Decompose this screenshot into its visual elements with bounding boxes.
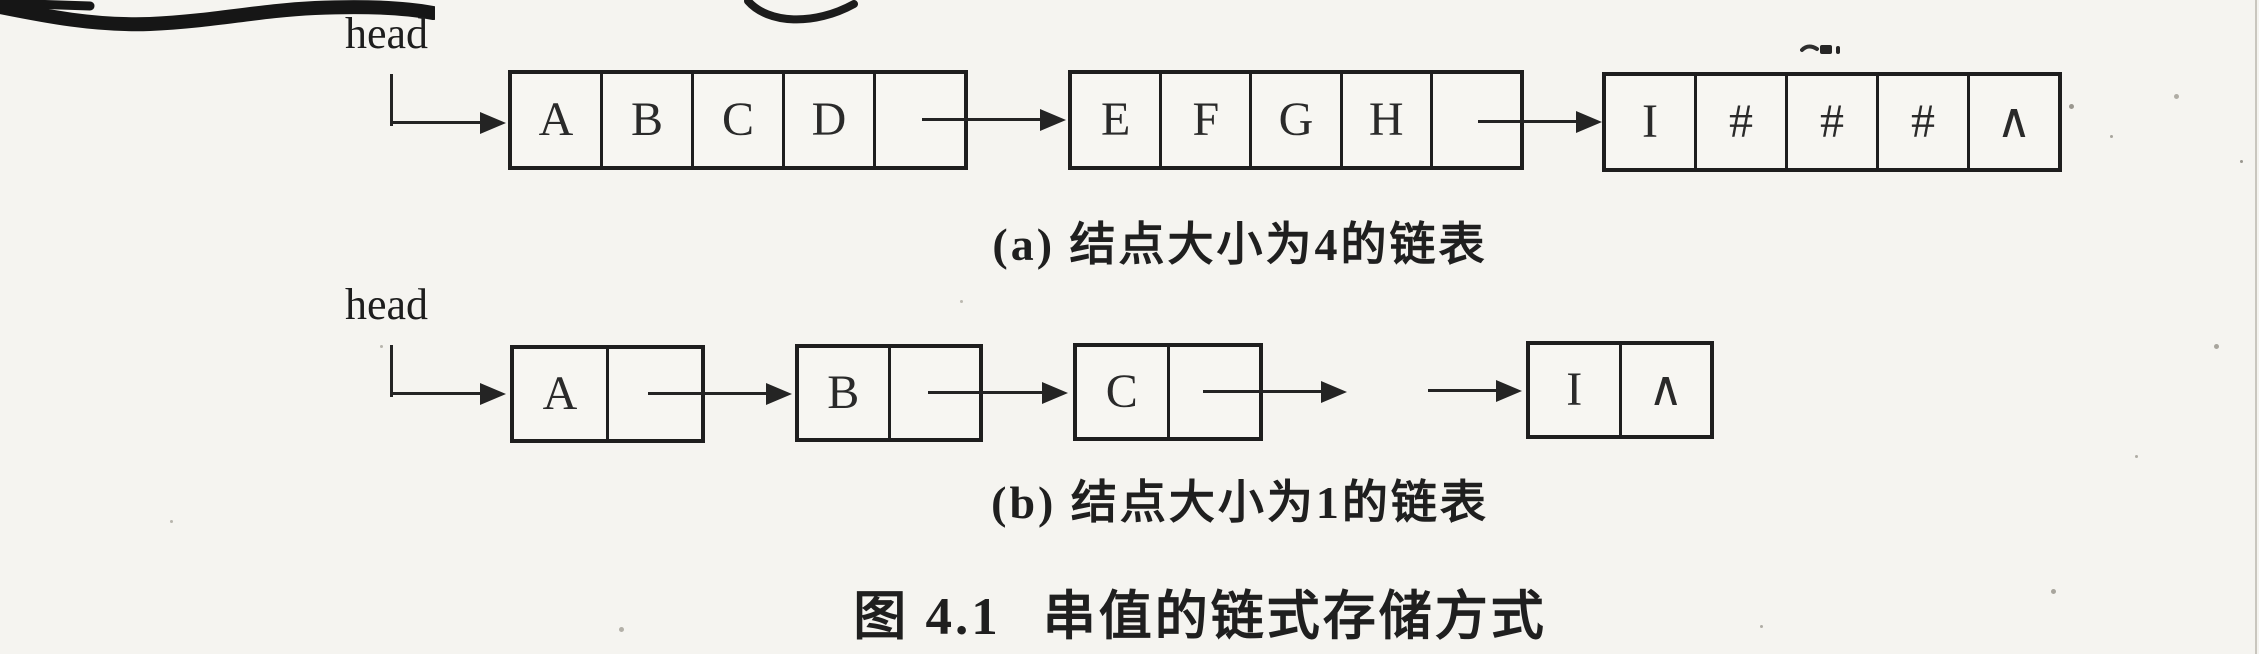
node-a2-cell: F bbox=[1159, 74, 1249, 166]
node-b3-cell: C bbox=[1105, 365, 1138, 418]
node-a1-link-cell bbox=[873, 74, 964, 166]
scan-page-edge bbox=[2255, 0, 2257, 654]
link-arrow-a2-a3 bbox=[1478, 120, 1576, 123]
link-arrow-b1-b2 bbox=[648, 392, 766, 395]
scan-artifact-smudge bbox=[1800, 44, 1840, 54]
link-arrow-b2-b3 bbox=[928, 391, 1042, 394]
node-b4-null-cell: ∧ bbox=[1618, 345, 1711, 435]
node-b4-cell: I bbox=[1566, 363, 1583, 416]
node-b1-link-cell bbox=[606, 349, 701, 439]
node-a3-null-cell: ∧ bbox=[1967, 76, 2058, 168]
node-a2-cell: H bbox=[1339, 74, 1430, 166]
head-pointer-b-arrow bbox=[390, 392, 480, 395]
node-b4: I ∧ bbox=[1526, 341, 1714, 439]
node-b2-cell: B bbox=[827, 366, 860, 419]
node-b3-link-cell bbox=[1166, 347, 1260, 437]
head-pointer-b-vertical bbox=[390, 345, 393, 397]
node-a1: A B C D bbox=[508, 70, 968, 170]
node-b2-link-cell bbox=[887, 348, 980, 438]
node-b1-cell: A bbox=[542, 367, 578, 420]
figure-caption: 图 4.1 串值的链式存储方式 bbox=[820, 574, 1580, 650]
node-a2-link-cell bbox=[1429, 74, 1520, 166]
node-a1-cell: D bbox=[782, 74, 873, 166]
head-pointer-a-vertical bbox=[390, 74, 393, 126]
link-arrow-gap-b4 bbox=[1428, 389, 1496, 392]
head-label-a: head bbox=[345, 9, 429, 58]
caption-a: (a) 结点大小为4的链表 bbox=[992, 219, 1488, 270]
link-arrow-b3-gap bbox=[1203, 390, 1321, 393]
node-a3-cell: # bbox=[1785, 76, 1876, 168]
node-a2-cell: E bbox=[1100, 93, 1131, 146]
scan-artifact-top-band bbox=[0, 0, 435, 32]
link-arrow-a1-a2 bbox=[922, 118, 1040, 121]
node-a3-cell: # bbox=[1876, 76, 1967, 168]
node-a3: I # # # ∧ bbox=[1602, 72, 2062, 172]
scan-artifact-pen-hook bbox=[744, 0, 858, 24]
node-a1-cell: A bbox=[538, 93, 574, 146]
caption-b: (b) 结点大小为1的链表 bbox=[991, 477, 1489, 528]
paper-speckles bbox=[0, 0, 3, 3]
node-a2-cell: G bbox=[1249, 74, 1339, 166]
head-pointer-a-arrow bbox=[390, 121, 480, 124]
figure-title: 串值的链式存储方式 bbox=[1042, 588, 1547, 646]
node-a3-cell: # bbox=[1694, 76, 1785, 168]
node-a1-cell: B bbox=[600, 74, 691, 166]
head-label-b: head bbox=[345, 280, 429, 329]
figure-number: 图 4.1 bbox=[853, 588, 1001, 646]
node-a2: E F G H bbox=[1068, 70, 1524, 170]
node-a3-cell: I bbox=[1642, 95, 1658, 148]
node-a1-cell: C bbox=[691, 74, 782, 166]
